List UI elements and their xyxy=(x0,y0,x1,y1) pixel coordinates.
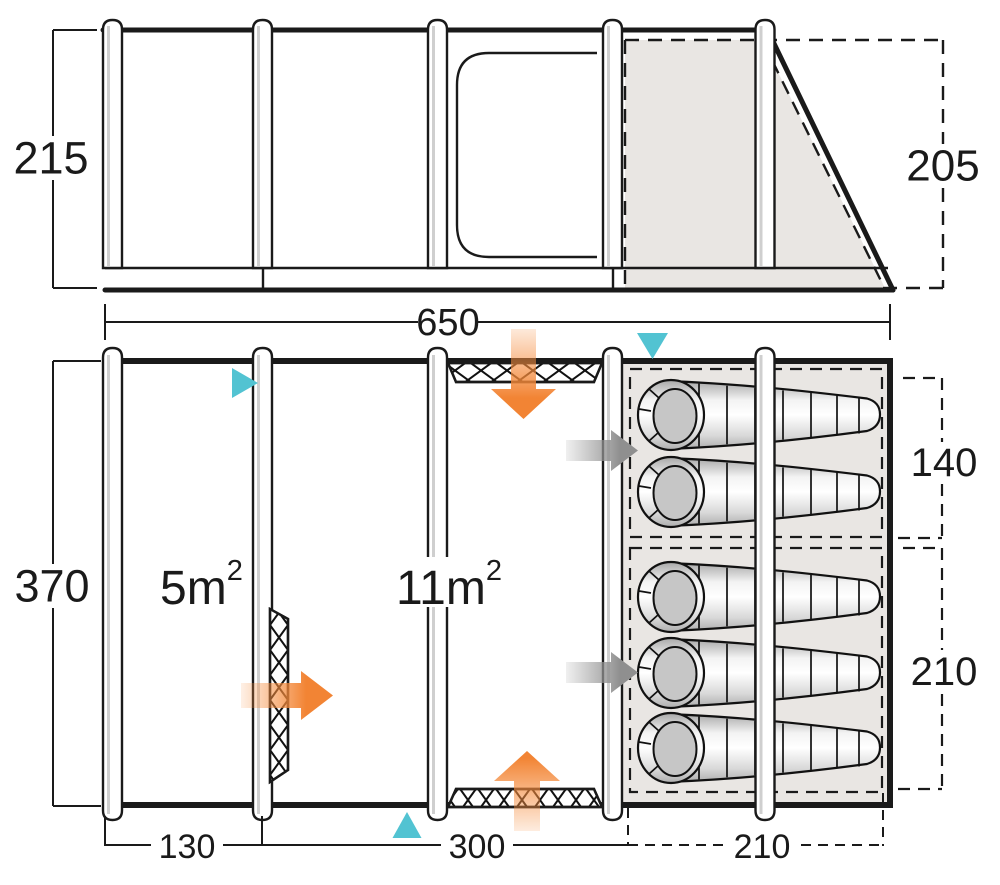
window xyxy=(455,51,597,259)
tent-pole xyxy=(754,18,776,270)
tent-pole xyxy=(601,346,624,822)
elevation-poles xyxy=(101,18,776,270)
tent-pole xyxy=(101,346,124,822)
label-backing xyxy=(395,557,489,607)
dim-370-bracket xyxy=(52,360,101,807)
dim-370-label: 370 xyxy=(14,561,89,612)
tent-pole xyxy=(754,346,776,822)
room-area-11m2: 11m2 xyxy=(396,555,502,615)
dim-650: 650 xyxy=(104,302,891,344)
dim-650-label: 650 xyxy=(416,302,479,344)
access-arrow-right-icon xyxy=(566,652,638,693)
tent-pole xyxy=(601,18,624,270)
room-area-5m2: 5m2 xyxy=(160,555,243,615)
door-marker-bottom-icon xyxy=(392,812,422,838)
tent-pole xyxy=(101,18,124,270)
access-arrow-right-icon xyxy=(566,430,638,471)
door-marker-top-icon xyxy=(637,333,668,359)
dim-215-bracket xyxy=(52,29,97,289)
tent-pole xyxy=(251,18,274,270)
dim-140-label: 140 xyxy=(911,441,978,485)
tent-pole xyxy=(426,18,449,270)
dim-130-label: 130 xyxy=(159,828,216,866)
dim-140-bracket xyxy=(898,376,944,540)
dim-205-label: 205 xyxy=(906,142,979,191)
airflow-arrow-down-icon xyxy=(491,329,556,419)
floorplan-view: 5m2 11m2 370 140 210 xyxy=(14,329,977,866)
airflow-arrow-right-icon xyxy=(241,671,333,720)
dim-bottom-row xyxy=(104,793,884,846)
awning-slope xyxy=(763,24,896,293)
dim-210-bottom-label: 210 xyxy=(734,828,791,866)
dim-210-right-label: 210 xyxy=(911,650,978,694)
elevation-view: 215 205 xyxy=(13,18,980,293)
dim-300-label: 300 xyxy=(449,828,506,866)
door-marker-left-icon xyxy=(232,368,258,398)
dim-210-right-bracket xyxy=(898,546,944,791)
airflow-arrow-up-icon xyxy=(494,751,560,831)
dim-215-label: 215 xyxy=(13,133,88,184)
